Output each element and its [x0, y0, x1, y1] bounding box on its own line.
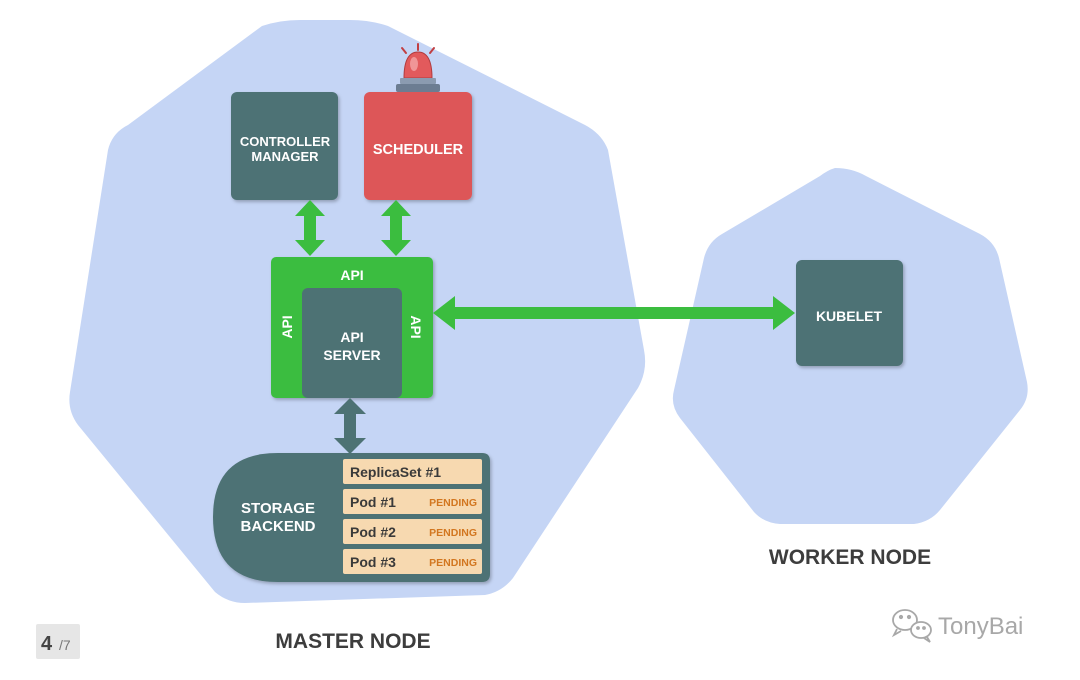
pod-row: Pod #1 PENDING — [343, 489, 482, 514]
worker-node-label: WORKER NODE — [769, 546, 931, 569]
storage-label-1: STORAGE — [241, 500, 315, 517]
siren-alarm-icon — [396, 43, 440, 92]
wechat-icon — [891, 609, 932, 643]
pod-name: Pod #1 — [350, 494, 396, 510]
arrow-api-kubelet — [433, 296, 795, 330]
api-server-label-2: SERVER — [323, 347, 380, 363]
api-server-box — [302, 288, 402, 398]
watermark-text: TonyBai — [938, 613, 1023, 640]
replicaset-row: ReplicaSet #1 — [343, 459, 482, 484]
api-right-label: API — [408, 315, 424, 338]
pod-name: Pod #2 — [350, 524, 396, 540]
pod-status: PENDING — [429, 557, 477, 569]
scheduler-label: SCHEDULER — [373, 142, 464, 158]
api-top-label: API — [340, 267, 363, 283]
controller-manager-box — [231, 92, 338, 200]
arrow-controller-api — [295, 200, 325, 256]
pod-name: Pod #3 — [350, 554, 396, 570]
kubelet-label: KUBELET — [816, 308, 883, 324]
page-indicator: 4 /7 — [36, 624, 80, 659]
api-server-label-1: API — [340, 329, 363, 345]
pod-row: Pod #2 PENDING — [343, 519, 482, 544]
scheduler-box — [364, 92, 472, 200]
api-left-label: API — [279, 315, 295, 338]
arrow-api-storage — [334, 398, 366, 454]
kubelet-box — [796, 260, 903, 366]
page-current: 4 — [41, 633, 53, 655]
page-total: /7 — [59, 637, 71, 653]
replicaset-label: ReplicaSet #1 — [350, 464, 441, 480]
arrow-scheduler-api — [381, 200, 411, 256]
storage-label-2: BACKEND — [241, 518, 316, 535]
pod-status: PENDING — [429, 497, 477, 509]
controller-manager-label-1: CONTROLLER — [240, 134, 331, 149]
pod-status: PENDING — [429, 527, 477, 539]
controller-manager-label-2: MANAGER — [251, 149, 319, 164]
master-node-label: MASTER NODE — [275, 630, 430, 653]
pod-row: Pod #3 PENDING — [343, 549, 482, 574]
